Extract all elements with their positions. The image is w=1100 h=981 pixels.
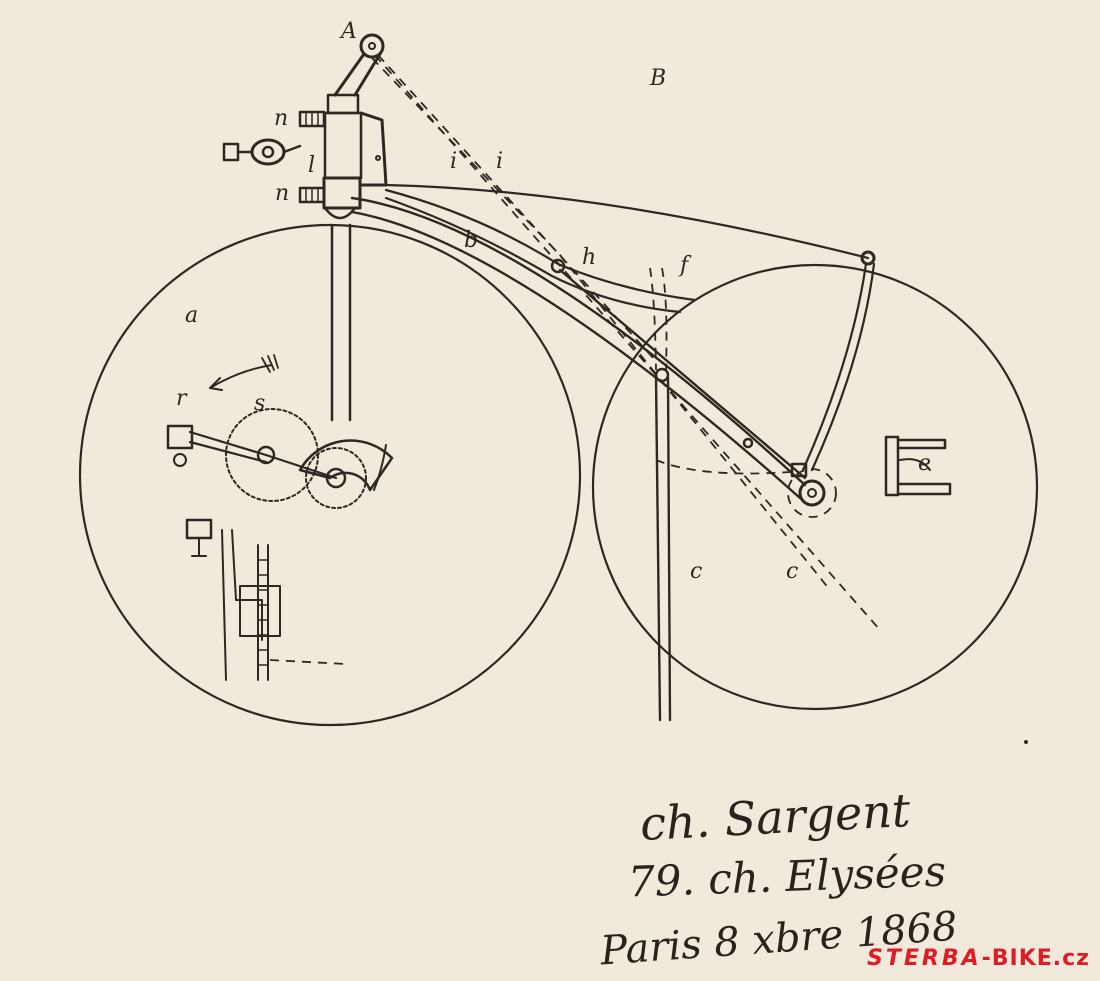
post-pivot — [654, 367, 670, 383]
joint-h — [550, 258, 566, 274]
label-h: h — [582, 245, 596, 270]
label-n-top: n — [274, 106, 288, 131]
rear-wheel — [591, 263, 1039, 711]
label-s: s — [254, 391, 265, 416]
linkage-pin — [742, 437, 754, 449]
head-pivot — [326, 33, 385, 115]
label-e: e — [918, 451, 931, 476]
front-wheel — [78, 223, 582, 727]
dashed-line-4 — [649, 267, 657, 371]
watermark: STERBA-BIKE.cz — [867, 946, 1090, 971]
main-beam-upper — [350, 196, 807, 487]
bolt-upper — [298, 110, 326, 128]
watermark-brand: STERBA — [867, 946, 982, 971]
dashed-line-3 — [371, 57, 831, 591]
vertical-post — [654, 376, 672, 722]
gear-segment — [298, 439, 394, 492]
ink-dot — [1024, 740, 1028, 744]
label-n-bottom: n — [275, 181, 289, 206]
label-i1: i — [450, 149, 457, 174]
ratchet-detail — [185, 518, 346, 681]
label-c1: c — [690, 559, 702, 584]
sheet-number: B — [649, 66, 666, 91]
secondary-bar-upper — [384, 188, 697, 302]
detail-e — [884, 435, 952, 497]
label-b: b — [464, 228, 478, 253]
dashed-line-6 — [655, 459, 791, 475]
label-c2: c — [786, 559, 798, 584]
label-r: r — [176, 386, 188, 411]
rear-fork-left — [801, 262, 868, 472]
main-beam-lower — [350, 210, 802, 500]
rotation-arrow — [209, 354, 279, 391]
rear-fork-right — [810, 262, 876, 472]
dashed-line-5 — [661, 267, 668, 371]
crank-arm — [188, 430, 268, 464]
pedal — [166, 424, 194, 450]
label-l: l — [308, 153, 315, 178]
axle-clamp — [790, 462, 808, 478]
label-i2: i — [496, 149, 503, 174]
front-gearing — [166, 408, 394, 509]
watermark-site: -BIKE.cz — [981, 946, 1090, 971]
dashed-line-2 — [377, 54, 656, 361]
label-f: f — [678, 253, 692, 278]
upper-stay — [384, 183, 870, 260]
bolt-lower — [298, 186, 326, 204]
rear-hub — [787, 468, 837, 518]
label-A: A — [339, 19, 357, 44]
label-a: a — [185, 303, 198, 328]
steering-column — [322, 111, 388, 422]
secondary-bar-lower — [384, 196, 682, 314]
wing-nut-detail — [222, 138, 302, 166]
stay-pivot — [860, 250, 876, 266]
